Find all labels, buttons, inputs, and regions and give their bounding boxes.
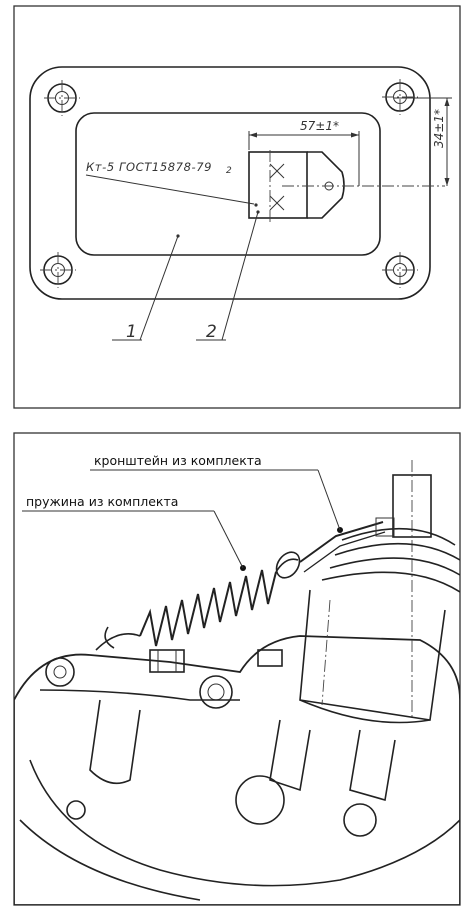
assembly-illustration [14,460,460,905]
plate-window [75,112,381,256]
top-panel: 57±1* 34±1* Кт-5 ГОСТ15878-79 2 1 2 [13,5,461,409]
pivot-left [199,675,233,709]
bracket-leader [317,469,341,531]
spring-label: пружина из комплекта [26,494,178,509]
callout-1-leader [139,235,179,341]
dimension-57-label: 57±1* [300,119,339,133]
marking-ref-number: 2 [226,166,232,176]
dimension-57 [248,131,360,186]
mounting-hole-br [382,252,418,288]
top-frame [13,5,461,409]
hex-bolt [149,649,185,673]
dimension-34-label: 34±1* [432,109,446,148]
callout-2: 2 [206,322,217,342]
dimension-34 [394,97,452,186]
marking-leader [85,174,255,205]
bracket-link [299,517,395,573]
bracket-tab [248,150,445,222]
mounting-hole-bl [40,252,76,288]
mounting-hole-tr [382,79,418,115]
callout-1: 1 [126,322,137,342]
marking-text: Кт-5 ГОСТ15878-79 [86,160,212,174]
callout-2-leader [221,211,259,341]
spring-leader [213,510,244,569]
rubber-bellows [321,527,460,593]
plate-outline [29,66,431,300]
mounting-hole-tl [44,80,80,116]
lever-arm [39,689,240,701]
tension-spring [95,551,301,651]
boss-circle [235,775,285,825]
bracket-label: кронштейн из комплекта [94,453,262,468]
